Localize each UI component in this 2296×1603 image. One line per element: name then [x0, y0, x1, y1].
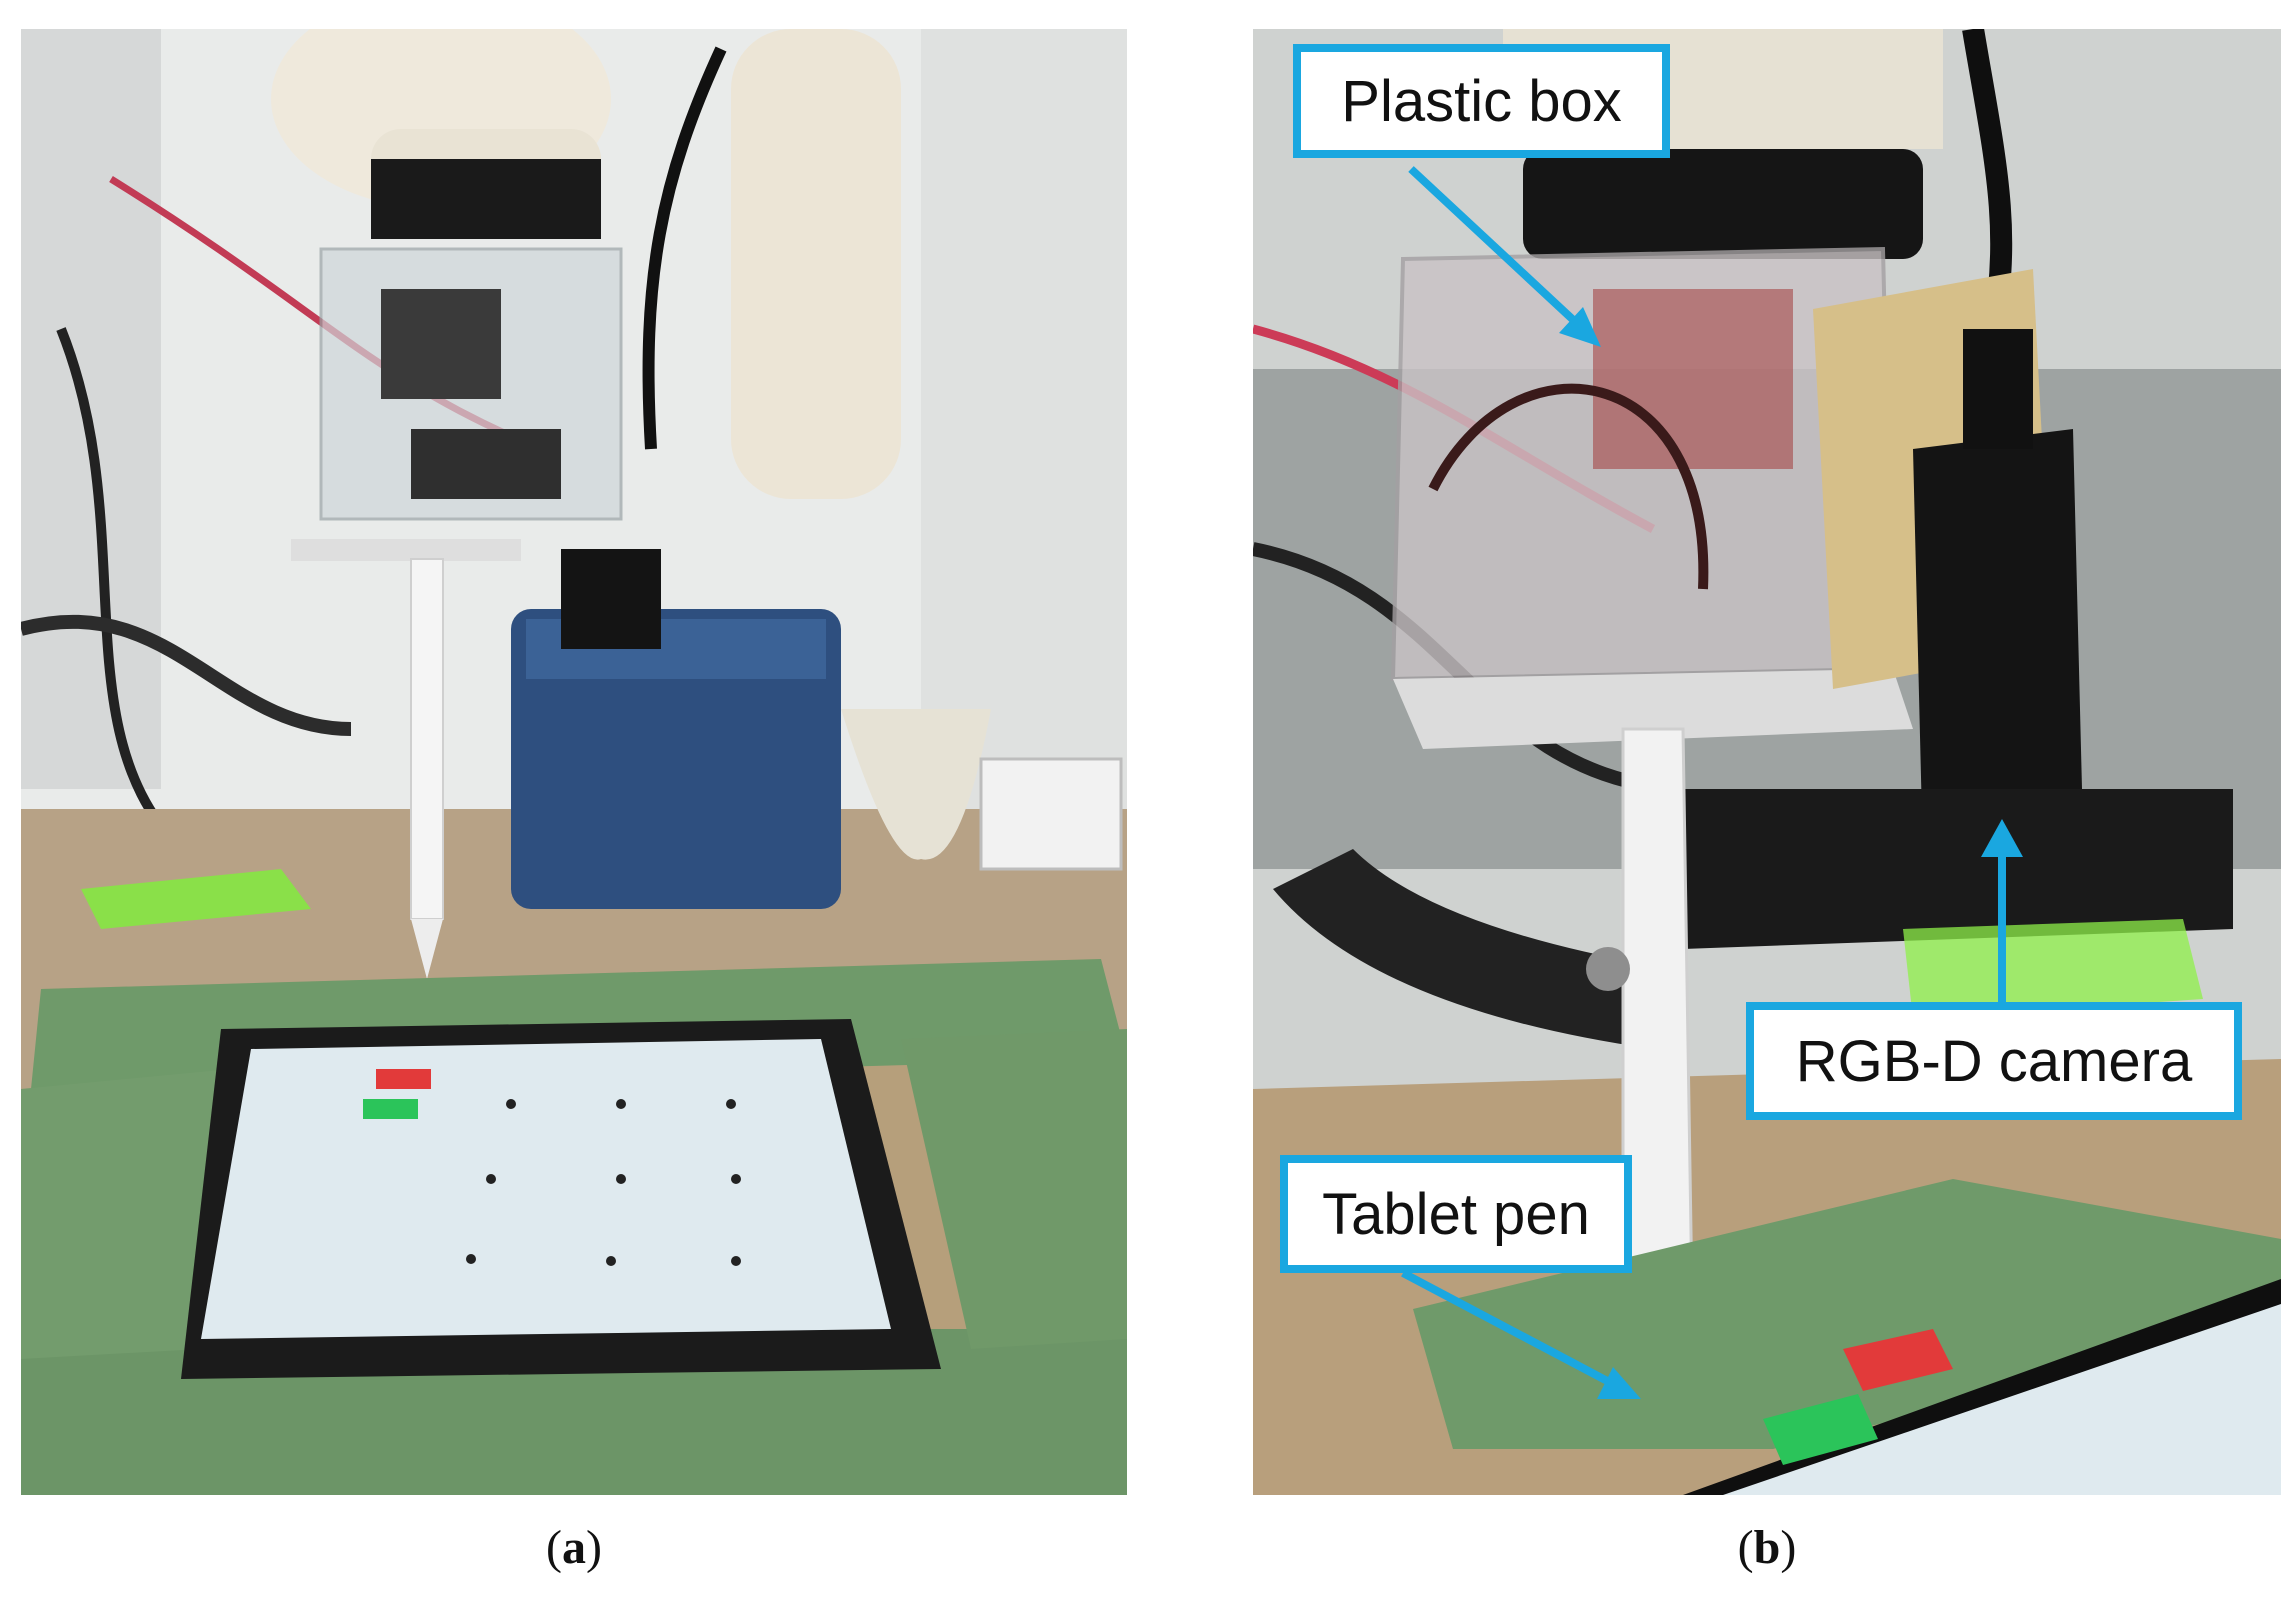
end-effector-closeup-photo	[1253, 29, 2281, 1495]
photo-panel-b	[1253, 29, 2281, 1495]
arrow-tablet-pen	[1401, 1269, 1641, 1399]
caption-a: (a)	[546, 1521, 602, 1574]
callout-tablet-pen: Tablet pen	[1280, 1155, 1632, 1273]
caption-letter-b: b	[1753, 1521, 1781, 1574]
callout-label-rgbd-camera: RGB-D camera	[1795, 1028, 2193, 1094]
robot-front-photo	[21, 29, 1127, 1495]
callout-plastic-box: Plastic box	[1293, 44, 1670, 158]
callout-rgbd-camera: RGB-D camera	[1746, 1002, 2242, 1120]
arrow-plastic-box	[1408, 166, 1601, 347]
callout-label-plastic-box: Plastic box	[1341, 68, 1622, 134]
arrow-rgbd-camera	[1981, 819, 2023, 1004]
caption-letter-a: a	[562, 1521, 586, 1574]
caption-b: (b)	[1737, 1521, 1797, 1574]
photo-panel-a	[21, 29, 1127, 1495]
callout-label-tablet-pen: Tablet pen	[1322, 1181, 1590, 1247]
